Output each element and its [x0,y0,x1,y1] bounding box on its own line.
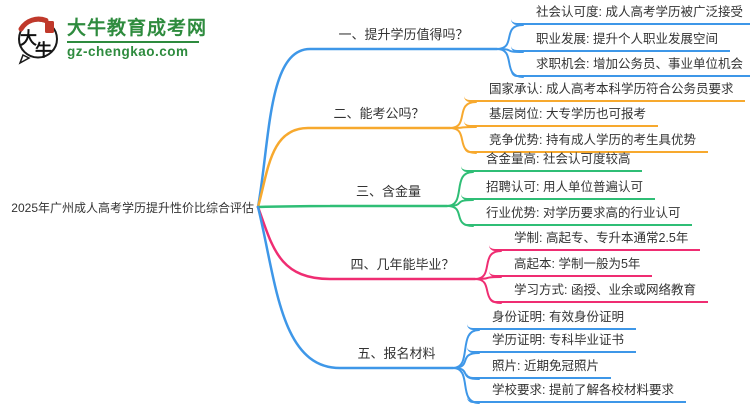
leaf-node[interactable]: 身份证明: 有效身份证明 [467,309,636,330]
leaf-node[interactable]: 竞争优势: 持有成人学历的考生具优势 [464,132,708,153]
leaf-node[interactable]: 社会认可度: 成人高考学历被广泛接受 [511,4,750,25]
leaf-node[interactable]: 职业发展: 提升个人职业发展空间 [511,31,730,52]
logo-red-seal [45,21,54,33]
site-name[interactable]: 大牛教育成考网 [67,18,208,39]
leaf-node[interactable]: 学习方式: 函授、业余或网络教育 [489,282,708,303]
leaf-node[interactable]: 行业优势: 对学历要求高的行业认可 [461,205,693,226]
branch-label-4[interactable]: 四、几年能毕业？ [350,257,455,272]
site-logo[interactable]: 大 牛 大牛教育成考网 gz-chengkao.com [13,13,207,65]
svg-text:牛: 牛 [35,40,52,60]
leaf-node[interactable]: 求职机会: 增加公务员、事业单位机会 [511,56,750,77]
root-topic-node[interactable]: 2025年广州成人高考学历提升性价比综合评估 [11,201,254,215]
branch-label-2[interactable]: 二、能考公吗？ [333,106,425,121]
leaf-node[interactable]: 招聘认可: 用人单位普遍认可 [461,179,655,200]
daniu-logo-icon: 大 牛 [18,16,58,65]
leaf-node[interactable]: 照片: 近期免冠照片 [467,358,611,379]
leaf-node[interactable]: 学历证明: 专科毕业证书 [467,332,636,353]
leaf-node[interactable]: 国家承认: 成人高考本科学历符合公务员要求 [464,81,746,102]
leaf-node[interactable]: 学制: 高起专、专升本通常2.5年 [489,230,701,251]
branch-label-5[interactable]: 五、报名材料 [357,346,436,361]
leaf-node[interactable]: 基层岗位: 大专学历也可报考 [464,106,658,127]
svg-text:大: 大 [20,28,37,48]
leaf-node[interactable]: 含金量高: 社会认可度较高 [461,151,643,172]
site-url[interactable]: gz-chengkao.com [67,44,189,59]
branch-label-3[interactable]: 三、含金量 [355,184,421,199]
leaf-node[interactable]: 学校要求: 提前了解各校材料要求 [467,382,686,403]
logo-red-arc [18,16,49,32]
logo-text-block: 大牛教育成考网 gz-chengkao.com [67,13,207,59]
logo-divider [67,41,199,43]
branch-label-1[interactable]: 一、提升学历值得吗？ [338,27,469,42]
leaf-node[interactable]: 高起本: 学制一般为5年 [489,256,653,277]
